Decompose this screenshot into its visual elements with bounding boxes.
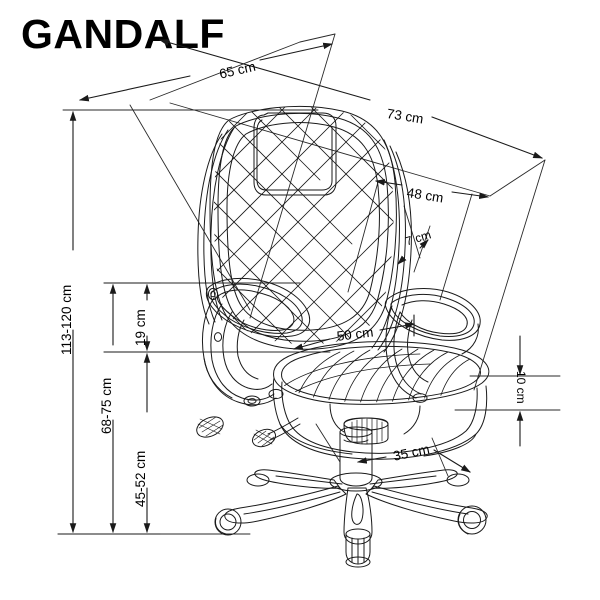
chair-base bbox=[224, 469, 488, 545]
armrest-right bbox=[384, 288, 481, 403]
dimension-label-armrest-height: 19 cm bbox=[133, 309, 148, 346]
dim-35cm bbox=[356, 449, 471, 473]
seat-quilt-pattern bbox=[283, 348, 471, 403]
backrest bbox=[209, 106, 397, 350]
dim-50cm bbox=[292, 314, 416, 350]
dimension-label-backrest-height: 68-75 cm bbox=[99, 377, 114, 434]
gas-cylinder bbox=[339, 417, 389, 487]
dimension-label-seat-height: 45-52 cm bbox=[133, 450, 148, 507]
product-title: GANDALF bbox=[21, 11, 225, 57]
dimension-label-total-height: 113-120 cm bbox=[59, 284, 74, 355]
tilt-mechanism bbox=[251, 403, 421, 448]
casters bbox=[214, 473, 487, 568]
drawing-strokes bbox=[57, 33, 561, 568]
dimension-label-10cm: 10 cm bbox=[514, 371, 528, 404]
armrest-left bbox=[201, 277, 311, 407]
dim-65cm bbox=[78, 42, 334, 102]
lever-pad-hatch bbox=[196, 416, 224, 438]
dimension-lines bbox=[57, 39, 544, 535]
seat bbox=[272, 341, 490, 460]
dim-73cm bbox=[158, 39, 544, 159]
headrest bbox=[253, 112, 337, 196]
backrest-frame-left bbox=[197, 127, 235, 325]
dim-7cm bbox=[397, 239, 429, 265]
dim-48cm bbox=[374, 179, 490, 200]
